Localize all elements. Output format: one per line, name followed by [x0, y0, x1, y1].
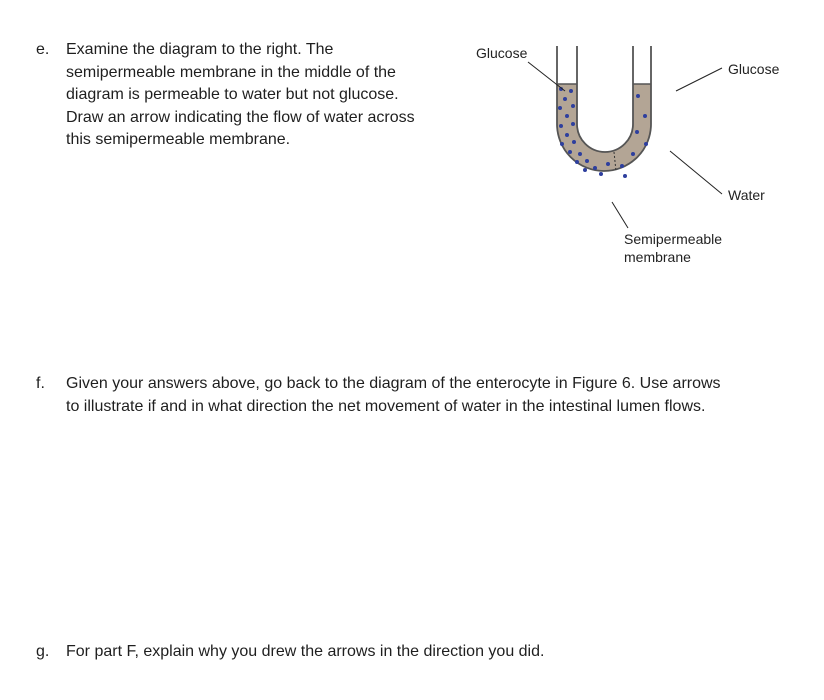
question-e-line: this semipermeable membrane. [66, 131, 291, 148]
question-e-line: Draw an arrow indicating the flow of wat… [66, 108, 415, 126]
u-tube-diagram: Glucose Glucose Water Semipermeable memb… [470, 36, 800, 276]
question-g-letter: g. [36, 643, 50, 660]
question-e-line: Examine the diagram to the right. The [66, 41, 334, 58]
glucose-dots-left [558, 87, 610, 176]
question-f: f. Given your answers above, go back to … [36, 373, 816, 423]
question-e-text: Examine the diagram to the right. The se… [66, 39, 415, 152]
question-f-line: to illustrate if and in what direction t… [66, 397, 706, 415]
fluid [557, 84, 651, 171]
membrane-label-line1: Semipermeable [624, 231, 723, 247]
membrane-label-line2: membrane [624, 249, 691, 265]
tube-outline [556, 46, 652, 172]
question-f-text: Given your answers above, go back to the… [66, 373, 721, 418]
u-tube-drawing [527, 46, 723, 229]
glucose-label-right: Glucose [728, 61, 780, 77]
question-e-letter: e. [36, 41, 50, 58]
semipermeable-membrane [613, 151, 617, 172]
question-g-line: For part F, explain why you drew the arr… [66, 643, 545, 660]
question-f-line: Given your answers above, go back to the… [66, 375, 721, 392]
question-g-text: For part F, explain why you drew the arr… [66, 641, 544, 664]
question-e-line: semipermeable membrane in the middle of … [66, 63, 396, 81]
question-e: e. Examine the diagram to the right. The… [36, 39, 476, 159]
question-f-letter: f. [36, 375, 45, 392]
question-e-line: diagram is permeable to water but not gl… [66, 86, 399, 103]
membrane-label: Semipermeable membrane [624, 230, 722, 266]
water-label: Water [728, 187, 765, 203]
glucose-dots-right [620, 94, 648, 178]
glucose-label-left: Glucose [476, 45, 528, 61]
label-pointers [527, 61, 723, 229]
question-g: g. For part F, explain why you drew the … [36, 641, 736, 667]
